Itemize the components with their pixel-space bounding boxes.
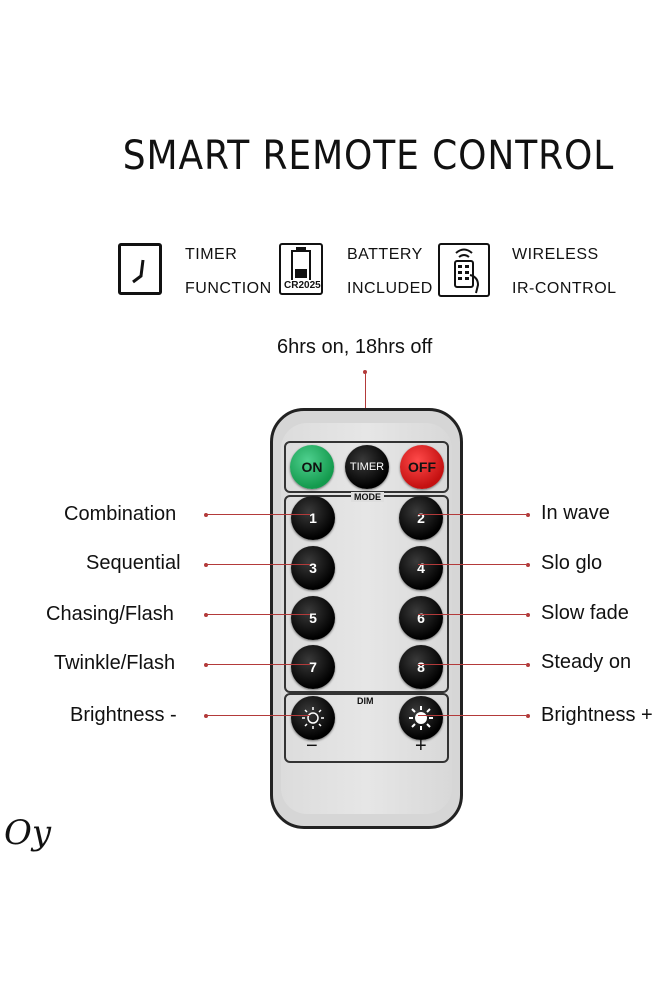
battery-icon-label: CR2025	[284, 280, 321, 291]
pointer-line	[418, 715, 526, 716]
label-brightness-plus: Brightness +	[541, 704, 653, 726]
pointer-line	[206, 514, 310, 515]
mode-label: MODE	[351, 492, 384, 502]
feature-timer-line1: TIMER	[185, 246, 238, 263]
pointer-line	[418, 564, 526, 565]
remote-control: ON TIMER OFF MODE 1 2 3 4 5 6 7 8 DIM	[270, 408, 463, 829]
pointer-line	[206, 715, 310, 716]
mode-1-button[interactable]: 1	[291, 496, 335, 540]
brightness-up-button[interactable]	[399, 696, 443, 740]
minus-sign: −	[306, 735, 318, 757]
clock-icon	[118, 243, 162, 295]
label-combination: Combination	[64, 503, 177, 525]
pointer-dot	[526, 663, 530, 667]
mode-4-button[interactable]: 4	[399, 546, 443, 590]
label-chasing-flash: Chasing/Flash	[46, 603, 174, 625]
pointer-dot	[204, 513, 208, 517]
dim-label: DIM	[357, 696, 374, 706]
pointer-dot	[204, 613, 208, 617]
pointer-dot	[526, 613, 530, 617]
pointer-dot	[526, 714, 530, 718]
label-slo-glo: Slo glo	[541, 552, 603, 574]
page-title: SMART REMOTE CONTROL	[122, 133, 615, 179]
mode-6-button[interactable]: 6	[399, 596, 443, 640]
label-in-wave: In wave	[541, 502, 610, 524]
feature-battery-line2: INCLUDED	[347, 280, 433, 297]
plus-sign: +	[415, 735, 427, 757]
pointer-line	[418, 614, 526, 615]
pointer-dot	[204, 714, 208, 718]
label-steady-on: Steady on	[541, 651, 632, 673]
signature: Oy	[4, 813, 52, 853]
off-button[interactable]: OFF	[400, 445, 444, 489]
feature-wireless-line1: WIRELESS	[512, 246, 599, 263]
pointer-line	[206, 664, 310, 665]
mode-8-button[interactable]: 8	[399, 645, 443, 689]
timer-note: 6hrs on, 18hrs off	[277, 336, 433, 358]
brightness-down-button[interactable]	[291, 696, 335, 740]
label-slow-fade: Slow fade	[541, 602, 629, 624]
feature-timer-line2: FUNCTION	[185, 280, 272, 297]
pointer-line	[418, 514, 526, 515]
mode-3-button[interactable]: 3	[291, 546, 335, 590]
mode-5-button[interactable]: 5	[291, 596, 335, 640]
remote-hand-icon	[438, 243, 490, 297]
feature-wireless-line2: IR-CONTROL	[512, 280, 617, 297]
label-sequential: Sequential	[86, 552, 181, 574]
label-twinkle-flash: Twinkle/Flash	[54, 652, 176, 674]
dim-section	[284, 693, 449, 763]
pointer-dot	[204, 663, 208, 667]
pointer-dot	[204, 563, 208, 567]
battery-icon: CR2025	[279, 243, 323, 295]
pointer-line	[206, 614, 310, 615]
on-button[interactable]: ON	[290, 445, 334, 489]
pointer-line	[418, 664, 526, 665]
mode-2-button[interactable]: 2	[399, 496, 443, 540]
pointer-dot	[526, 513, 530, 517]
pointer-line	[206, 564, 310, 565]
pointer-dot	[526, 563, 530, 567]
sun-outline-icon	[302, 707, 324, 729]
sun-filled-icon	[409, 706, 433, 730]
feature-battery-line1: BATTERY	[347, 246, 423, 263]
label-brightness-minus: Brightness -	[70, 704, 177, 726]
timer-button[interactable]: TIMER	[345, 445, 389, 489]
mode-7-button[interactable]: 7	[291, 645, 335, 689]
